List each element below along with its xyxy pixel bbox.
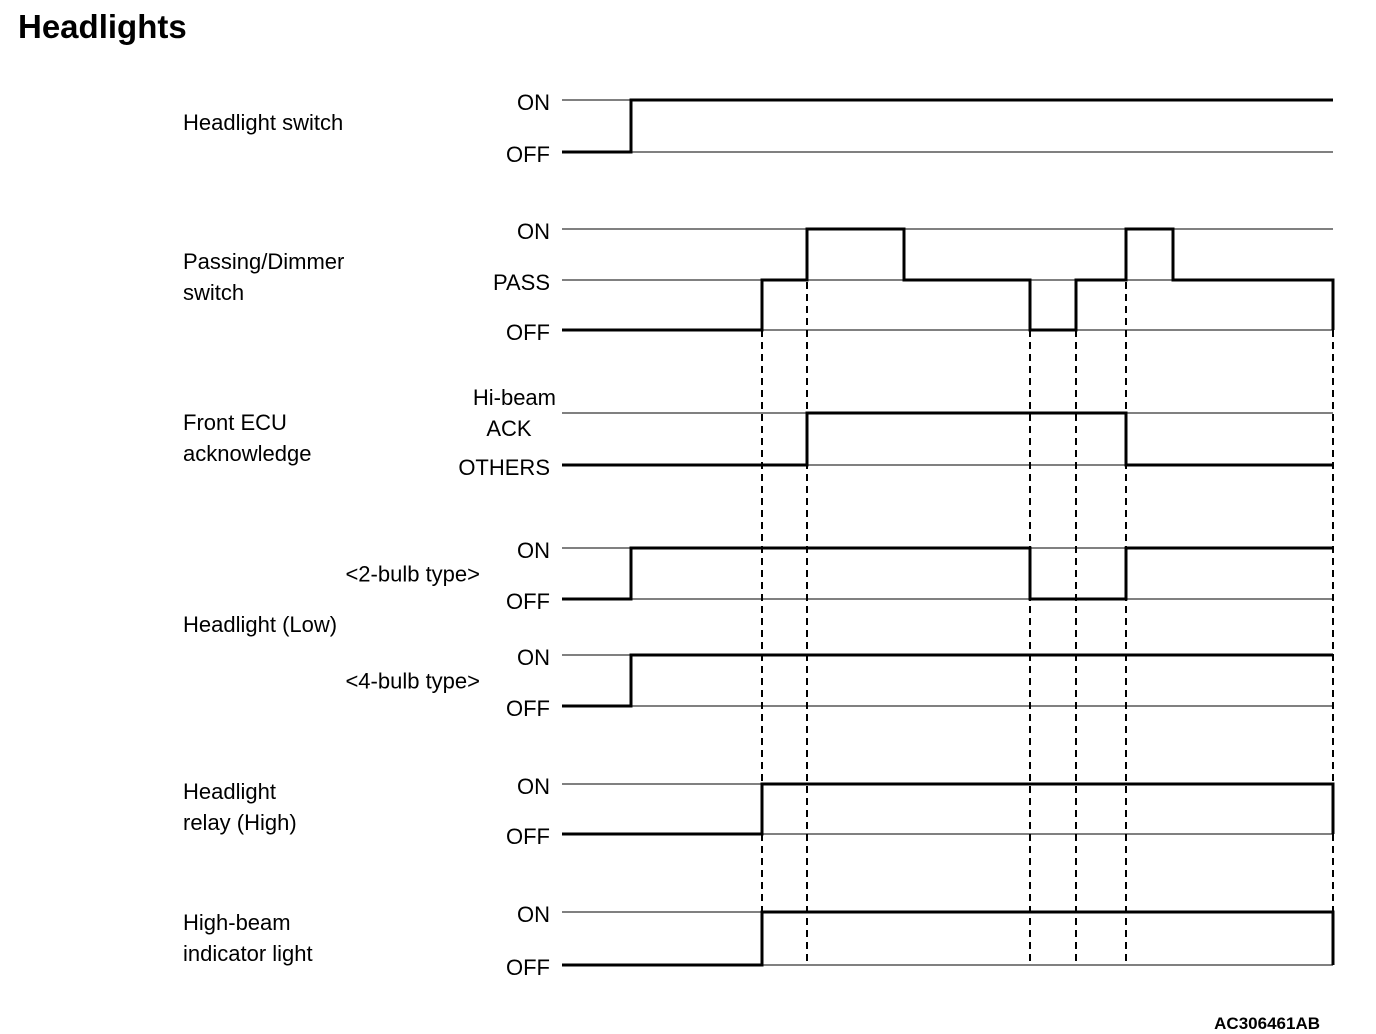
signal-label-headlight-relay-high-1: relay (High)	[183, 810, 297, 835]
figure-reference: AC306461AB	[1214, 1014, 1320, 1033]
signal-label-passing-dimmer-switch-0: Passing/Dimmer	[183, 249, 344, 274]
signal-label-high-beam-indicator-1: indicator light	[183, 941, 313, 966]
sublabel-headlight-low-4-bulb: <4-bulb type>	[345, 669, 480, 694]
level-label-passing-dimmer-switch-0: ON	[517, 219, 550, 244]
waveform-headlight-low-2-bulb	[562, 546, 1333, 601]
signal-label-headlight-switch-0: Headlight switch	[183, 110, 343, 135]
waveform-headlight-relay-high	[562, 782, 1335, 836]
level-label-headlight-low-2-bulb-0: ON	[517, 538, 550, 563]
level-label-headlight-low-2-bulb-1: OFF	[506, 589, 550, 614]
level-label-headlight-relay-high-0: ON	[517, 774, 550, 799]
waveform-passing-dimmer-switch	[562, 227, 1335, 332]
page-title: Headlights	[18, 8, 187, 45]
reference-lines	[761, 282, 1334, 962]
level-label-high-beam-indicator-0: ON	[517, 902, 550, 927]
signal-label-front-ecu-acknowledge-1: acknowledge	[183, 441, 311, 466]
signal-label-front-ecu-acknowledge-0: Front ECU	[183, 410, 287, 435]
signal-label-high-beam-indicator-0: High-beam	[183, 910, 291, 935]
level-label-passing-dimmer-switch-2: OFF	[506, 320, 550, 345]
waveform-front-ecu-acknowledge	[562, 411, 1333, 467]
level-label-headlight-relay-high-1: OFF	[506, 824, 550, 849]
level-label-headlight-switch-1: OFF	[506, 142, 550, 167]
level-label-high-beam-indicator-1: OFF	[506, 955, 550, 980]
level-label-headlight-low-4-bulb-1: OFF	[506, 696, 550, 721]
signal-label-headlight-relay-high-0: Headlight	[183, 779, 276, 804]
level-label-front-ecu-acknowledge-0-a: Hi-beam	[473, 385, 556, 410]
sublabel-headlight-low-2-bulb: <2-bulb type>	[345, 562, 480, 587]
waveforms	[562, 98, 1335, 967]
level-label-headlight-low-4-bulb-0: ON	[517, 645, 550, 670]
level-label-front-ecu-acknowledge-0-b: ACK	[486, 416, 532, 441]
waveform-high-beam-indicator	[562, 910, 1335, 967]
level-label-headlight-switch-0: ON	[517, 90, 550, 115]
level-label-front-ecu-acknowledge-1: OTHERS	[458, 455, 550, 480]
level-label-passing-dimmer-switch-1: PASS	[493, 270, 550, 295]
waveform-headlight-low-4-bulb	[562, 653, 1333, 708]
waveform-headlight-switch	[562, 98, 1333, 154]
group-label-headlight-low: Headlight (Low)	[183, 612, 337, 637]
signal-label-passing-dimmer-switch-1: switch	[183, 280, 244, 305]
